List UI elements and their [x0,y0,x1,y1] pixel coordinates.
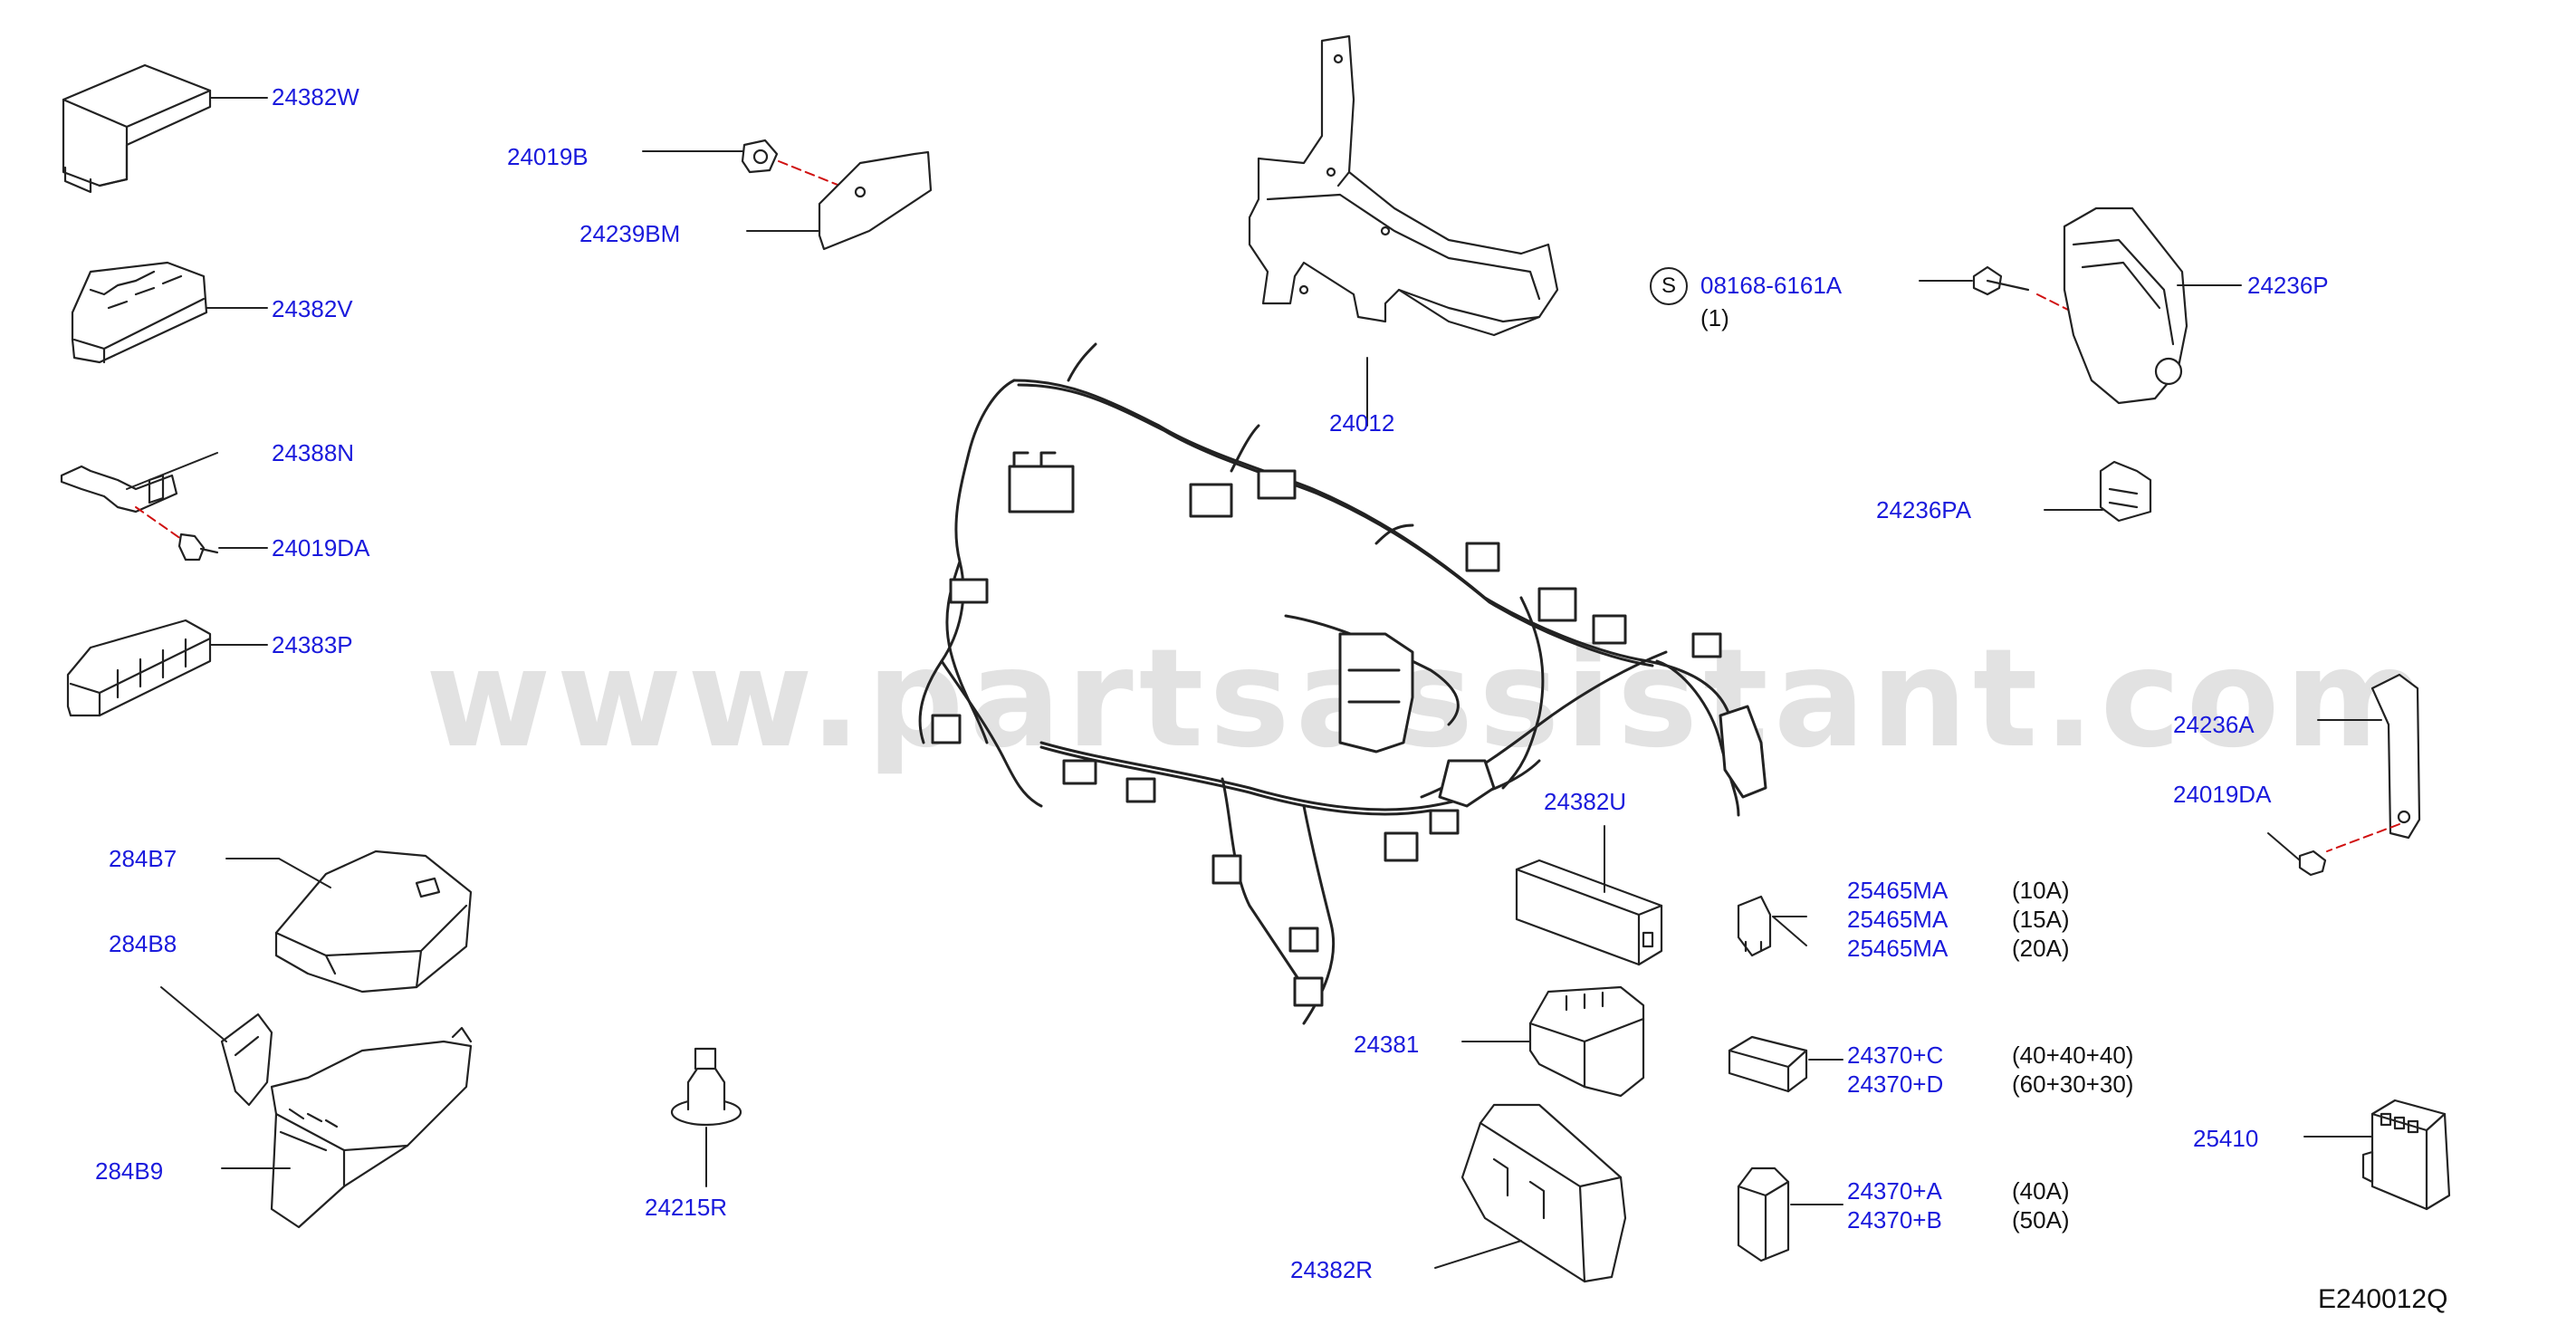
relay-block-24383P-drawing [66,619,268,717]
diagram-code: E240012Q [2318,1284,2448,1314]
label-284B8[interactable]: 284B8 [109,930,177,957]
watermark: www.partsassistant.com [426,620,2432,778]
label-24383P[interactable]: 24383P [272,631,353,658]
label-25410[interactable]: 25410 [2193,1125,2259,1152]
main-bracket-drawing [1248,34,1559,337]
label-24388N[interactable]: 24388N [272,439,355,466]
label-24382U[interactable]: 24382U [1544,788,1627,815]
rating-15A: (15A) [2012,906,2070,933]
bracket-24236A-drawing [2267,673,2421,877]
label-25465MA-10A[interactable]: 25465MA [1847,877,1949,904]
fuse-cover-24382W-drawing [62,63,268,194]
label-24215R[interactable]: 24215R [645,1194,728,1221]
fusible-link-24370AB-drawing [1737,1166,1843,1262]
box-24382U-drawing [1515,825,1663,966]
label-24381[interactable]: 24381 [1354,1031,1420,1058]
cover-284B7-drawing [225,850,473,994]
label-24019B[interactable]: 24019B [507,143,589,170]
label-284B9[interactable]: 284B9 [95,1157,164,1185]
label-24019DA-left[interactable]: 24019DA [272,534,370,562]
label-24370-D[interactable]: 24370+D [1847,1070,1944,1098]
label-284B7[interactable]: 284B7 [109,845,177,872]
label-24370-C[interactable]: 24370+C [1847,1042,1944,1069]
rating-40-40-40: (40+40+40) [2012,1042,2134,1069]
bracket-24388N-drawing [60,452,268,562]
label-24382V[interactable]: 24382V [272,295,353,322]
connector-25410-drawing [2303,1099,2451,1211]
wire-harness-24012-drawing [918,342,1767,1025]
rating-40A: (40A) [2012,1177,2070,1205]
rating-50A: (50A) [2012,1206,2070,1234]
label-24239BM[interactable]: 24239BM [579,220,681,247]
label-24236A[interactable]: 24236A [2173,711,2255,738]
label-24019DA-right[interactable]: 24019DA [2173,781,2272,808]
clip-24215R-drawing [670,1047,742,1187]
block-24381-drawing [1461,985,1645,1098]
rating-10A: (10A) [2012,877,2070,904]
label-24012[interactable]: 24012 [1329,409,1395,437]
label-24382W[interactable]: 24382W [272,83,359,110]
bracket-24239BM-drawing [642,139,933,251]
fusible-link-24370CD-drawing [1728,1035,1843,1093]
clip-24236PA-drawing [2044,460,2152,523]
fuse-box-24382V-drawing [71,261,268,364]
label-25465MA-20A[interactable]: 25465MA [1847,935,1949,962]
clip-284B8-drawing [160,986,273,1107]
label-24370-B[interactable]: 24370+B [1847,1206,1942,1234]
label-25465MA-15A[interactable]: 25465MA [1847,906,1949,933]
case-284B9-drawing [221,1026,473,1229]
label-08168-6161A[interactable]: 08168-6161A [1700,272,1843,299]
qty-08168-6161A: (1) [1700,304,1729,331]
label-24382R[interactable]: 24382R [1290,1256,1374,1283]
standard-part-marker: S [1650,267,1688,305]
label-24370-A[interactable]: 24370+A [1847,1177,1942,1205]
rating-60-30-30: (60+30+30) [2012,1070,2134,1098]
fuse-25465MA-drawing [1737,895,1807,957]
label-24236PA[interactable]: 24236PA [1876,496,1972,523]
label-24236P[interactable]: 24236P [2247,272,2329,299]
bracket-24236P-drawing [1919,206,2242,405]
case-24382R-drawing [1434,1103,1627,1283]
rating-20A: (20A) [2012,935,2070,962]
